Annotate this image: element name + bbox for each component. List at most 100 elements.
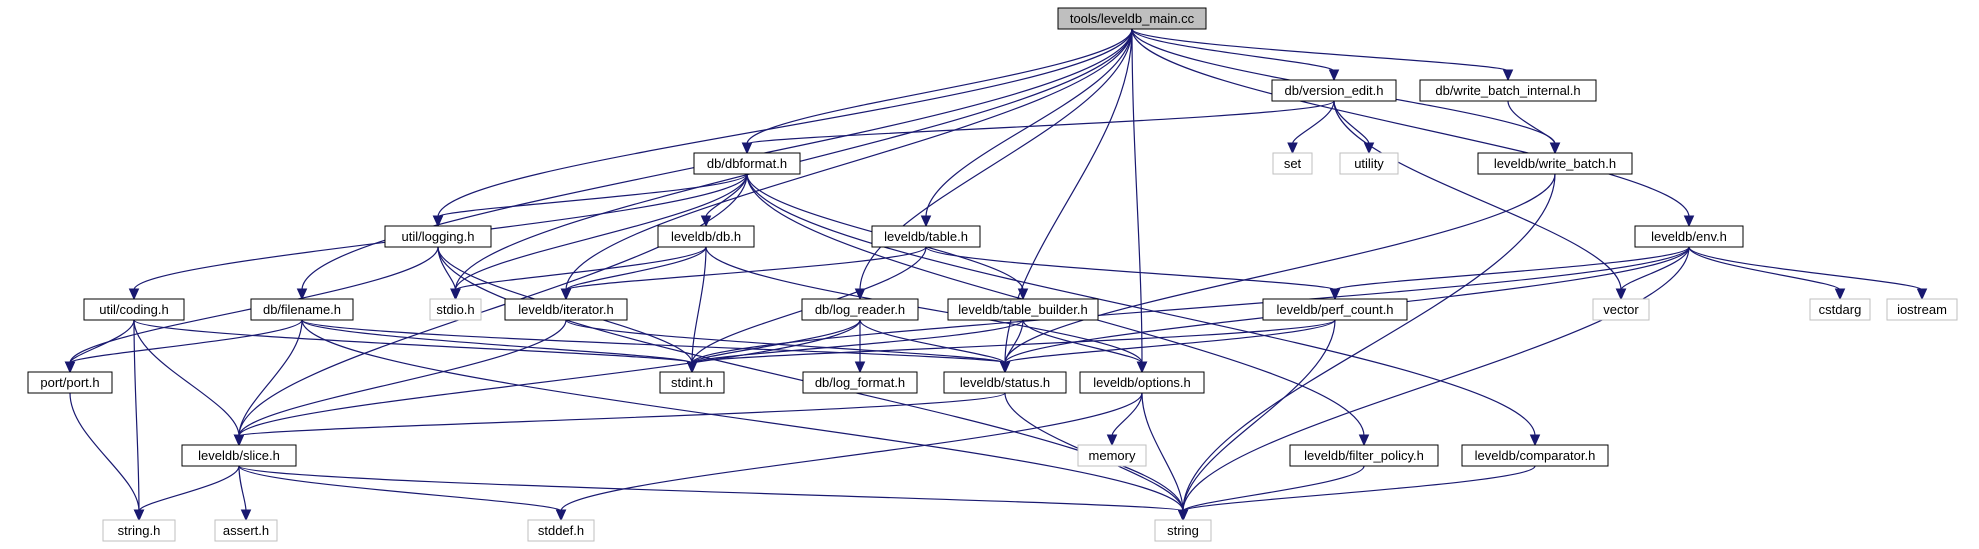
node-options[interactable]: leveldb/options.h <box>1079 371 1205 394</box>
node-logging[interactable]: util/logging.h <box>384 225 492 248</box>
node-filter-policy[interactable]: leveldb/filter_policy.h <box>1289 444 1439 467</box>
arrowhead-icon <box>432 215 444 228</box>
arrowhead-icon <box>1916 288 1928 301</box>
node-box <box>1886 298 1958 321</box>
node-box <box>871 225 981 248</box>
node-iostream: iostream <box>1886 298 1958 321</box>
arrowhead-icon <box>1363 142 1375 155</box>
node-label: leveldb/env.h <box>1651 229 1727 244</box>
node-memory: memory <box>1077 444 1147 467</box>
edge-slice-to-stddef <box>238 465 567 522</box>
node-stdint[interactable]: stdint.h <box>659 371 725 394</box>
node-db[interactable]: leveldb/db.h <box>657 225 755 248</box>
node-assert: assert.h <box>214 519 278 542</box>
node-box <box>1461 444 1609 467</box>
node-dbformat[interactable]: db/dbformat.h <box>693 152 801 175</box>
node-log-format[interactable]: db/log_format.h <box>802 371 918 394</box>
arrowhead-icon <box>1529 434 1541 447</box>
node-comparator[interactable]: leveldb/comparator.h <box>1461 444 1609 467</box>
node-box <box>1271 79 1397 102</box>
arrowhead-icon <box>1017 288 1029 301</box>
edge-dbformat-to-comparator <box>746 173 1541 447</box>
node-iterator[interactable]: leveldb/iterator.h <box>504 298 628 321</box>
node-label: db/log_reader.h <box>815 302 905 317</box>
node-stddef: stddef.h <box>527 519 595 542</box>
arrowhead-icon <box>854 361 866 374</box>
arrowhead-icon <box>233 434 245 447</box>
node-box <box>1262 298 1408 321</box>
arrowhead-icon <box>1834 288 1846 301</box>
node-box <box>1079 371 1205 394</box>
node-write-batch[interactable]: leveldb/write_batch.h <box>1477 152 1633 175</box>
node-status[interactable]: leveldb/status.h <box>943 371 1067 394</box>
edge-env-to-vector <box>1615 246 1690 301</box>
node-label: assert.h <box>223 523 269 538</box>
node-box <box>27 371 113 394</box>
node-port[interactable]: port/port.h <box>27 371 113 394</box>
edge-slice-to-assert <box>238 465 252 522</box>
node-label: leveldb/comparator.h <box>1475 448 1596 463</box>
arrowhead-icon <box>741 142 753 155</box>
node-box <box>1419 79 1597 102</box>
edge-log_reader-to-stdint <box>686 319 861 374</box>
node-label: leveldb/options.h <box>1093 375 1191 390</box>
node-log-reader[interactable]: db/log_reader.h <box>801 298 919 321</box>
edge-coding-to-stdint <box>133 319 698 374</box>
arrowhead-icon <box>296 288 308 301</box>
node-version-edit[interactable]: db/version_edit.h <box>1271 79 1397 102</box>
node-box <box>801 298 919 321</box>
arrowhead-icon <box>64 361 76 374</box>
node-table-builder[interactable]: leveldb/table_builder.h <box>947 298 1099 321</box>
node-table[interactable]: leveldb/table.h <box>871 225 981 248</box>
edge-main-to-write_batch_internal <box>1131 28 1514 82</box>
edge-main-to-iterator <box>560 28 1133 301</box>
edge-port-to-string_h <box>69 392 145 522</box>
edge-filename-to-port <box>64 319 303 374</box>
node-label: db/log_format.h <box>815 375 905 390</box>
edge-version_edit-to-dbformat <box>741 100 1335 155</box>
node-write-batch-internal[interactable]: db/write_batch_internal.h <box>1419 79 1597 102</box>
node-env[interactable]: leveldb/env.h <box>1634 225 1744 248</box>
edge-write_batch_internal-to-write_batch <box>1507 100 1561 155</box>
node-coding[interactable]: util/coding.h <box>83 298 185 321</box>
node-box <box>181 444 297 467</box>
node-box <box>250 298 354 321</box>
node-label: util/coding.h <box>99 302 168 317</box>
node-filename[interactable]: db/filename.h <box>250 298 354 321</box>
node-label: db/write_batch_internal.h <box>1435 83 1580 98</box>
node-box <box>1339 152 1399 175</box>
node-box <box>802 371 918 394</box>
node-slice[interactable]: leveldb/slice.h <box>181 444 297 467</box>
node-label: utility <box>1354 156 1384 171</box>
node-vector: vector <box>1592 298 1650 321</box>
edge-coding-to-port <box>64 319 135 374</box>
node-box <box>1289 444 1439 467</box>
arrowhead-icon <box>1329 288 1341 301</box>
node-string: string <box>1154 519 1212 542</box>
arrowhead-icon <box>555 509 567 522</box>
node-perf-count[interactable]: leveldb/perf_count.h <box>1262 298 1408 321</box>
edge-env-to-perf_count <box>1329 246 1690 301</box>
edge-db-to-stdio <box>450 246 707 301</box>
edge-main-to-options <box>1131 28 1148 374</box>
edge-status-to-slice <box>233 392 1006 447</box>
node-box <box>429 298 482 321</box>
node-label: leveldb/write_batch.h <box>1494 156 1616 171</box>
node-main[interactable]: tools/leveldb_main.cc <box>1057 7 1207 30</box>
node-box <box>1477 152 1633 175</box>
node-box <box>1154 519 1212 542</box>
arrowhead-icon <box>128 288 140 301</box>
arrowhead-icon <box>1177 509 1189 522</box>
node-label: leveldb/slice.h <box>198 448 280 463</box>
edge-main-to-version_edit <box>1131 28 1340 82</box>
edge-perf_count-to-stdint <box>686 319 1336 374</box>
edge-dbformat-to-logging <box>432 173 748 228</box>
node-label: string.h <box>118 523 161 538</box>
node-box <box>1592 298 1650 321</box>
node-box <box>943 371 1067 394</box>
node-label: leveldb/filter_policy.h <box>1304 448 1424 463</box>
edge-write_batch-to-status <box>999 173 1556 374</box>
edge-table_builder-to-options <box>1022 319 1148 374</box>
node-box <box>947 298 1099 321</box>
